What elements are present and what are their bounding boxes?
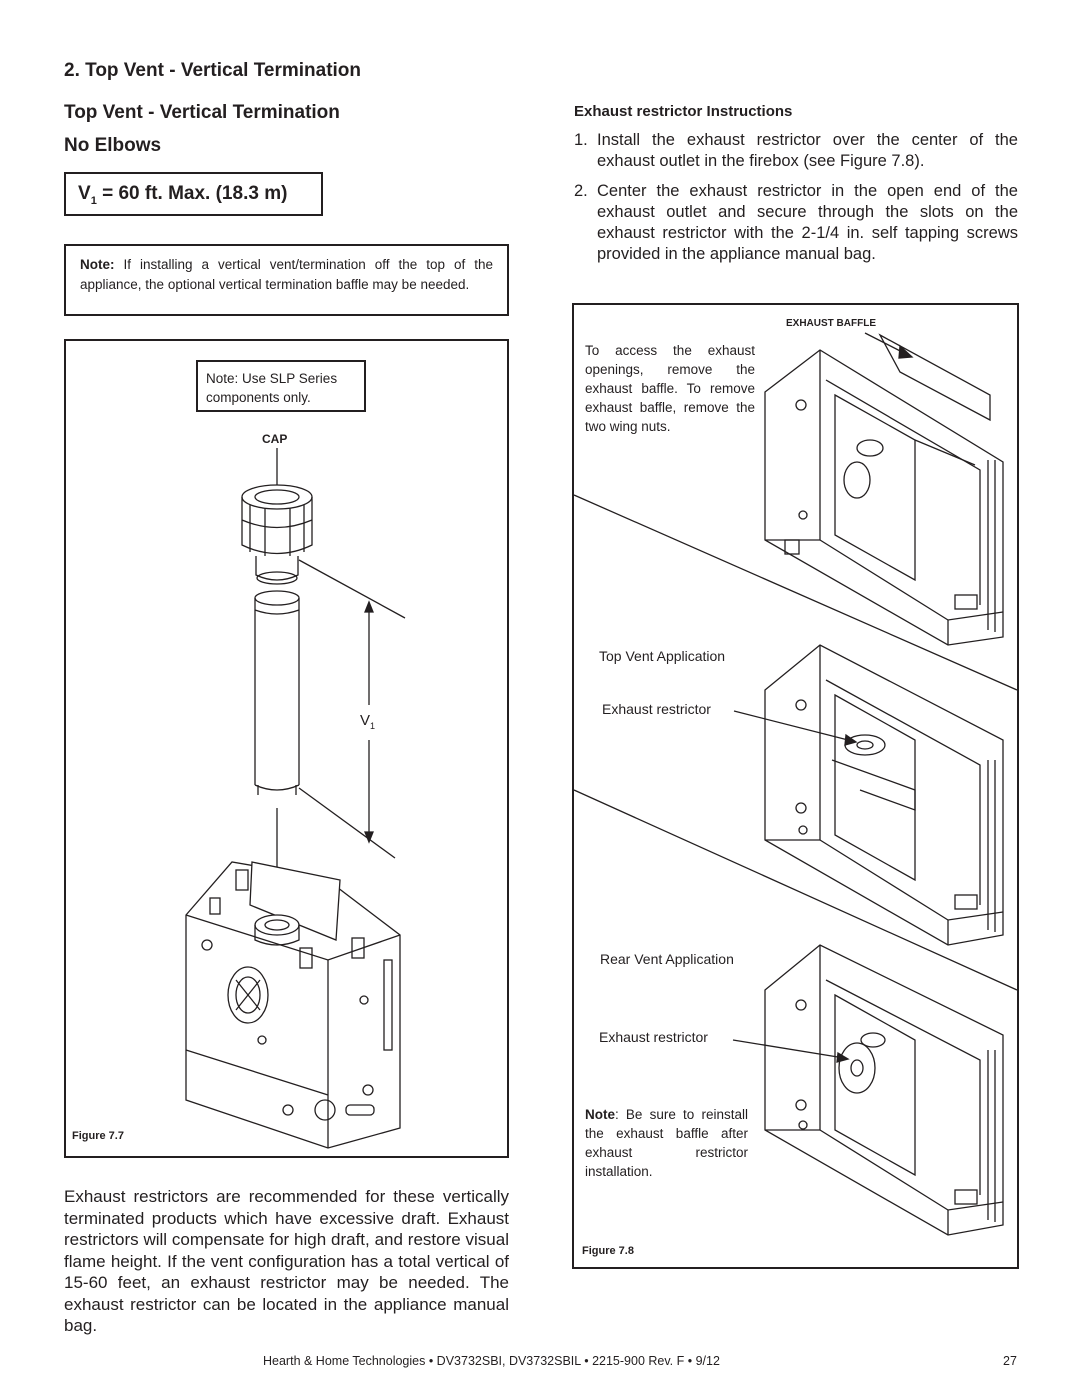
subheading-title: Top Vent - Vertical Termination — [64, 102, 340, 123]
slp-note-box: Note: Use SLP Series components only. — [196, 360, 366, 412]
reinstall-note: Note: Be sure to reinstall the exhaust b… — [585, 1105, 748, 1181]
access-note: To access the exhaust openings, remove t… — [585, 343, 755, 434]
exhaust-restrictor-label-1: Exhaust restrictor — [602, 701, 711, 717]
v1-dim-sub: 1 — [370, 721, 376, 731]
note-box: Note: If installing a vertical vent/term… — [64, 244, 509, 316]
instruction-num-1: 1. — [574, 131, 588, 149]
footer-text: Hearth & Home Technologies • DV3732SBI, … — [263, 1354, 720, 1368]
body-paragraph: Exhaust restrictors are recommended for … — [64, 1187, 509, 1335]
slp-note-text: Note: Use SLP Series components only. — [206, 371, 338, 405]
v1-sub: 1 — [90, 194, 97, 207]
figure-7-8-box — [572, 303, 1019, 1269]
instruction-text-2: Center the exhaust restrictor in the ope… — [597, 182, 1018, 263]
instruction-text-1: Install the exhaust restrictor over the … — [597, 131, 1018, 170]
v1-max-box: V1 = 60 ft. Max. (18.3 m) — [64, 172, 323, 216]
page-number: 27 — [1003, 1354, 1017, 1368]
top-vent-label: Top Vent Application — [599, 648, 726, 664]
figure-7-7-caption: Figure 7.7 — [72, 1130, 124, 1142]
rear-vent-label: Rear Vent Application — [600, 951, 734, 967]
exhaust-restrictor-label-2: Exhaust restrictor — [599, 1029, 708, 1045]
instructions-title: Exhaust restrictor Instructions — [574, 103, 793, 120]
note-label: Note: — [80, 257, 115, 272]
figure-7-7-box — [64, 339, 509, 1158]
cap-label: CAP — [262, 432, 288, 446]
v1-v: V — [78, 183, 91, 204]
instruction-item-2: 2. Center the exhaust restrictor in the … — [574, 181, 1018, 265]
subheading-no-elbows: No Elbows — [64, 135, 162, 156]
instructions-list: 1. Install the exhaust restrictor over t… — [574, 130, 1018, 265]
figure-7-8-caption: Figure 7.8 — [582, 1245, 634, 1257]
instruction-num-2: 2. — [574, 182, 588, 200]
reinstall-note-text: : Be sure to reinstall the exhaust baffl… — [585, 1107, 748, 1179]
v1-dimension-label: V1 — [360, 712, 375, 731]
instruction-item-1: 1. Install the exhaust restrictor over t… — [574, 130, 1018, 172]
exhaust-baffle-label: EXHAUST BAFFLE — [786, 318, 876, 329]
reinstall-note-label: Note — [585, 1107, 615, 1122]
v1-dim-v: V — [360, 712, 371, 729]
v1-rest: = 60 ft. Max. (18.3 m) — [96, 183, 288, 204]
note-text: If installing a vertical vent/terminatio… — [80, 257, 493, 292]
section-heading: 2. Top Vent - Vertical Termination — [64, 60, 362, 81]
